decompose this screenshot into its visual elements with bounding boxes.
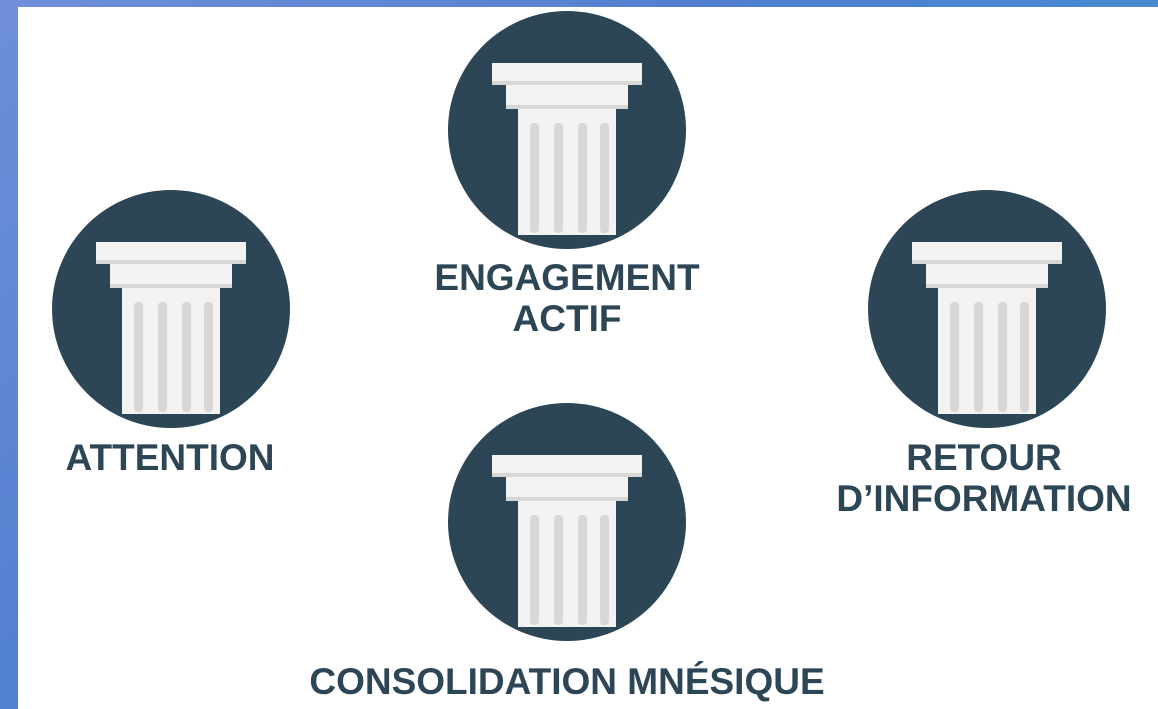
label-attention: ATTENTION — [20, 437, 320, 478]
slide-canvas: ENGAGEMENT ACTIF ATTENTION — [18, 7, 1158, 709]
label-consolidation-line1: CONSOLIDATION MNÉSIQUE — [309, 661, 825, 702]
pillar-retour-information — [868, 190, 1106, 428]
pillar-icon — [52, 190, 290, 428]
pillar-icon — [448, 403, 686, 641]
label-engagement-actif: ENGAGEMENT ACTIF — [412, 257, 722, 339]
pillar-icon — [448, 11, 686, 249]
label-retour-information: RETOUR D’INFORMATION — [814, 437, 1154, 519]
pillar-attention — [52, 190, 290, 428]
label-engagement-line2: ACTIF — [512, 298, 622, 339]
label-retour-line1: RETOUR — [906, 437, 1062, 478]
label-consolidation-mnesique: CONSOLIDATION MNÉSIQUE — [257, 661, 877, 702]
pillar-consolidation — [448, 403, 686, 641]
label-retour-line2: D’INFORMATION — [836, 478, 1132, 519]
label-attention-line1: ATTENTION — [65, 437, 275, 478]
pillar-icon — [868, 190, 1106, 428]
label-engagement-line1: ENGAGEMENT — [434, 257, 700, 298]
pillar-engagement — [448, 11, 686, 249]
